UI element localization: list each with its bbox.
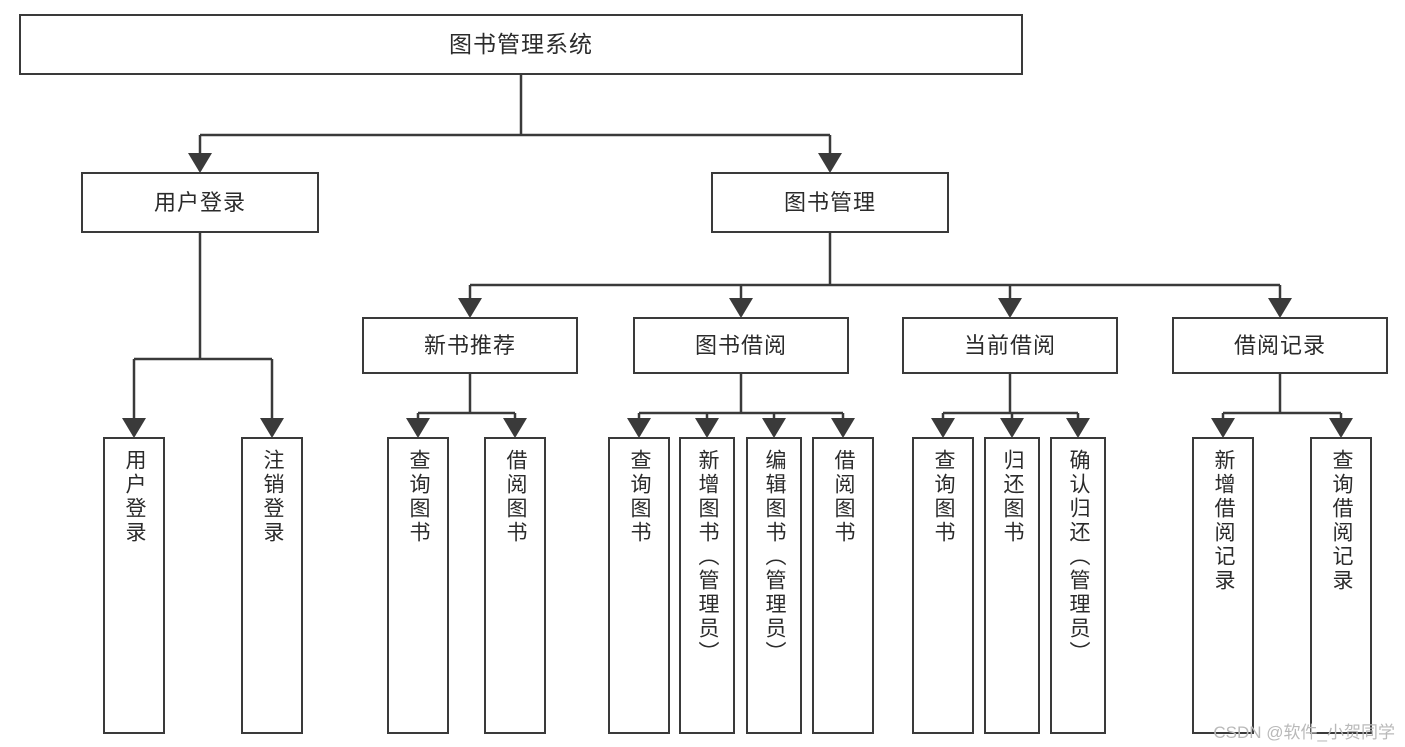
watermark: CSDN @软件_小贺同学 [1213,723,1395,742]
node-label: 新增图书（管理员） [696,449,720,665]
node-label: 图书管理 [783,189,876,215]
node-book-management[interactable]: 图书管理 [711,172,949,233]
node-label: 当前借阅 [963,332,1056,358]
node-current-borrowing[interactable]: 当前借阅 [902,317,1118,374]
node-label: 编辑图书（管理员） [763,449,787,665]
leaf-confirm-return-admin[interactable]: 确认归还（管理员） [1050,437,1106,734]
leaf-logout[interactable]: 注销登录 [241,437,303,734]
leaf-add-borrow-record[interactable]: 新增借阅记录 [1192,437,1254,734]
node-borrowing-records[interactable]: 借阅记录 [1172,317,1388,374]
leaf-edit-book-admin[interactable]: 编辑图书（管理员） [746,437,802,734]
node-label: 查询图书 [628,449,652,545]
leaf-query-book-2[interactable]: 查询图书 [608,437,670,734]
node-user-login[interactable]: 用户登录 [81,172,319,233]
node-label: 用户登录 [123,449,147,545]
leaf-query-book-3[interactable]: 查询图书 [912,437,974,734]
node-label: 归还图书 [1001,449,1025,545]
leaf-borrow-book-2[interactable]: 借阅图书 [812,437,874,734]
node-label: 用户登录 [153,189,246,215]
node-label: 新增借阅记录 [1212,449,1236,593]
node-book-management-system[interactable]: 图书管理系统 [19,14,1023,75]
node-label: 图书管理系统 [449,30,593,57]
node-label: 借阅记录 [1233,332,1326,358]
node-label: 新书推荐 [423,332,516,358]
leaf-query-book-1[interactable]: 查询图书 [387,437,449,734]
node-label: 查询图书 [932,449,956,545]
node-label: 图书借阅 [694,332,787,358]
node-label: 注销登录 [261,449,285,545]
node-label: 确认归还（管理员） [1067,449,1091,665]
leaf-borrow-book-1[interactable]: 借阅图书 [484,437,546,734]
leaf-user-login[interactable]: 用户登录 [103,437,165,734]
node-label: 查询借阅记录 [1330,449,1354,593]
node-book-borrowing[interactable]: 图书借阅 [633,317,849,374]
node-label: 查询图书 [407,449,431,545]
node-label: 借阅图书 [832,449,856,545]
leaf-return-book[interactable]: 归还图书 [984,437,1040,734]
leaf-add-book-admin[interactable]: 新增图书（管理员） [679,437,735,734]
node-label: 借阅图书 [504,449,528,545]
node-new-book-recommendation[interactable]: 新书推荐 [362,317,578,374]
leaf-query-borrow-record[interactable]: 查询借阅记录 [1310,437,1372,734]
